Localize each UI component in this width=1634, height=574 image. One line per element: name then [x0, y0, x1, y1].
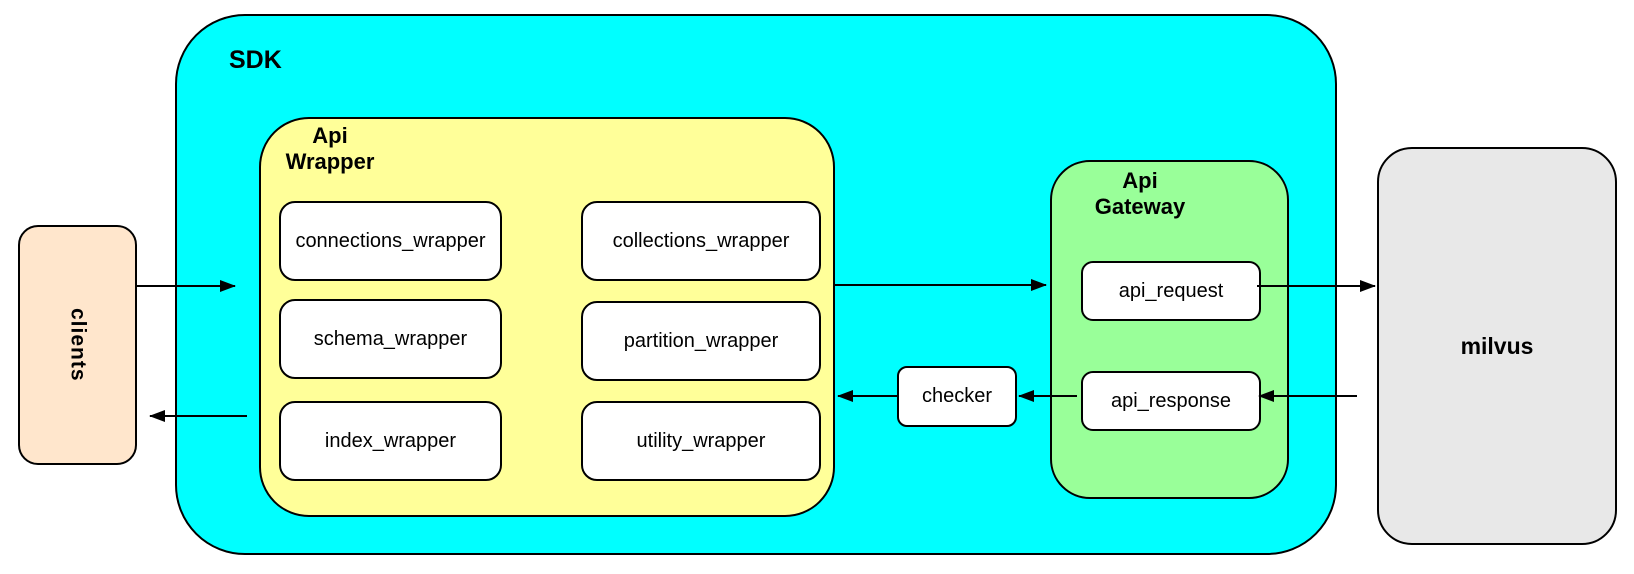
api-response-label: api_response	[1110, 389, 1232, 412]
api-request-label: api_request	[1118, 279, 1224, 302]
clients-label: clients	[66, 308, 90, 382]
milvus-node: milvus	[1377, 147, 1617, 545]
api-wrapper-label-line2: Wrapper	[285, 149, 375, 174]
connections-wrapper-label: connections_wrapper	[295, 229, 486, 252]
schema-wrapper-label: schema_wrapper	[313, 327, 468, 350]
utility-wrapper-label: utility_wrapper	[636, 429, 766, 452]
sdk-container: SDK Api Wrapper connections_wrapper coll…	[175, 14, 1337, 555]
api-gateway-label: Api Gateway	[1070, 168, 1210, 220]
api-gateway-label-line1: Api	[1122, 168, 1158, 193]
index-wrapper-node: index_wrapper	[279, 401, 502, 481]
checker-label: checker	[921, 385, 993, 407]
sdk-label: SDK	[229, 46, 282, 74]
milvus-label: milvus	[1460, 332, 1534, 359]
api-gateway-label-line2: Gateway	[1094, 194, 1186, 219]
api-gateway-container: Api Gateway api_request api_response	[1050, 160, 1289, 499]
collections-wrapper-label: collections_wrapper	[612, 229, 790, 252]
partition-wrapper-node: partition_wrapper	[581, 301, 821, 381]
api-wrapper-label-line1: Api	[312, 123, 348, 148]
index-wrapper-label: index_wrapper	[324, 429, 457, 452]
api-request-node: api_request	[1081, 261, 1261, 321]
utility-wrapper-node: utility_wrapper	[581, 401, 821, 481]
partition-wrapper-label: partition_wrapper	[623, 329, 779, 352]
clients-node: clients	[18, 225, 137, 465]
checker-node: checker	[897, 366, 1017, 427]
connections-wrapper-node: connections_wrapper	[279, 201, 502, 281]
collections-wrapper-node: collections_wrapper	[581, 201, 821, 281]
api-wrapper-label: Api Wrapper	[275, 123, 385, 175]
schema-wrapper-node: schema_wrapper	[279, 299, 502, 379]
api-response-node: api_response	[1081, 371, 1261, 431]
api-wrapper-container: Api Wrapper connections_wrapper collecti…	[259, 117, 835, 517]
